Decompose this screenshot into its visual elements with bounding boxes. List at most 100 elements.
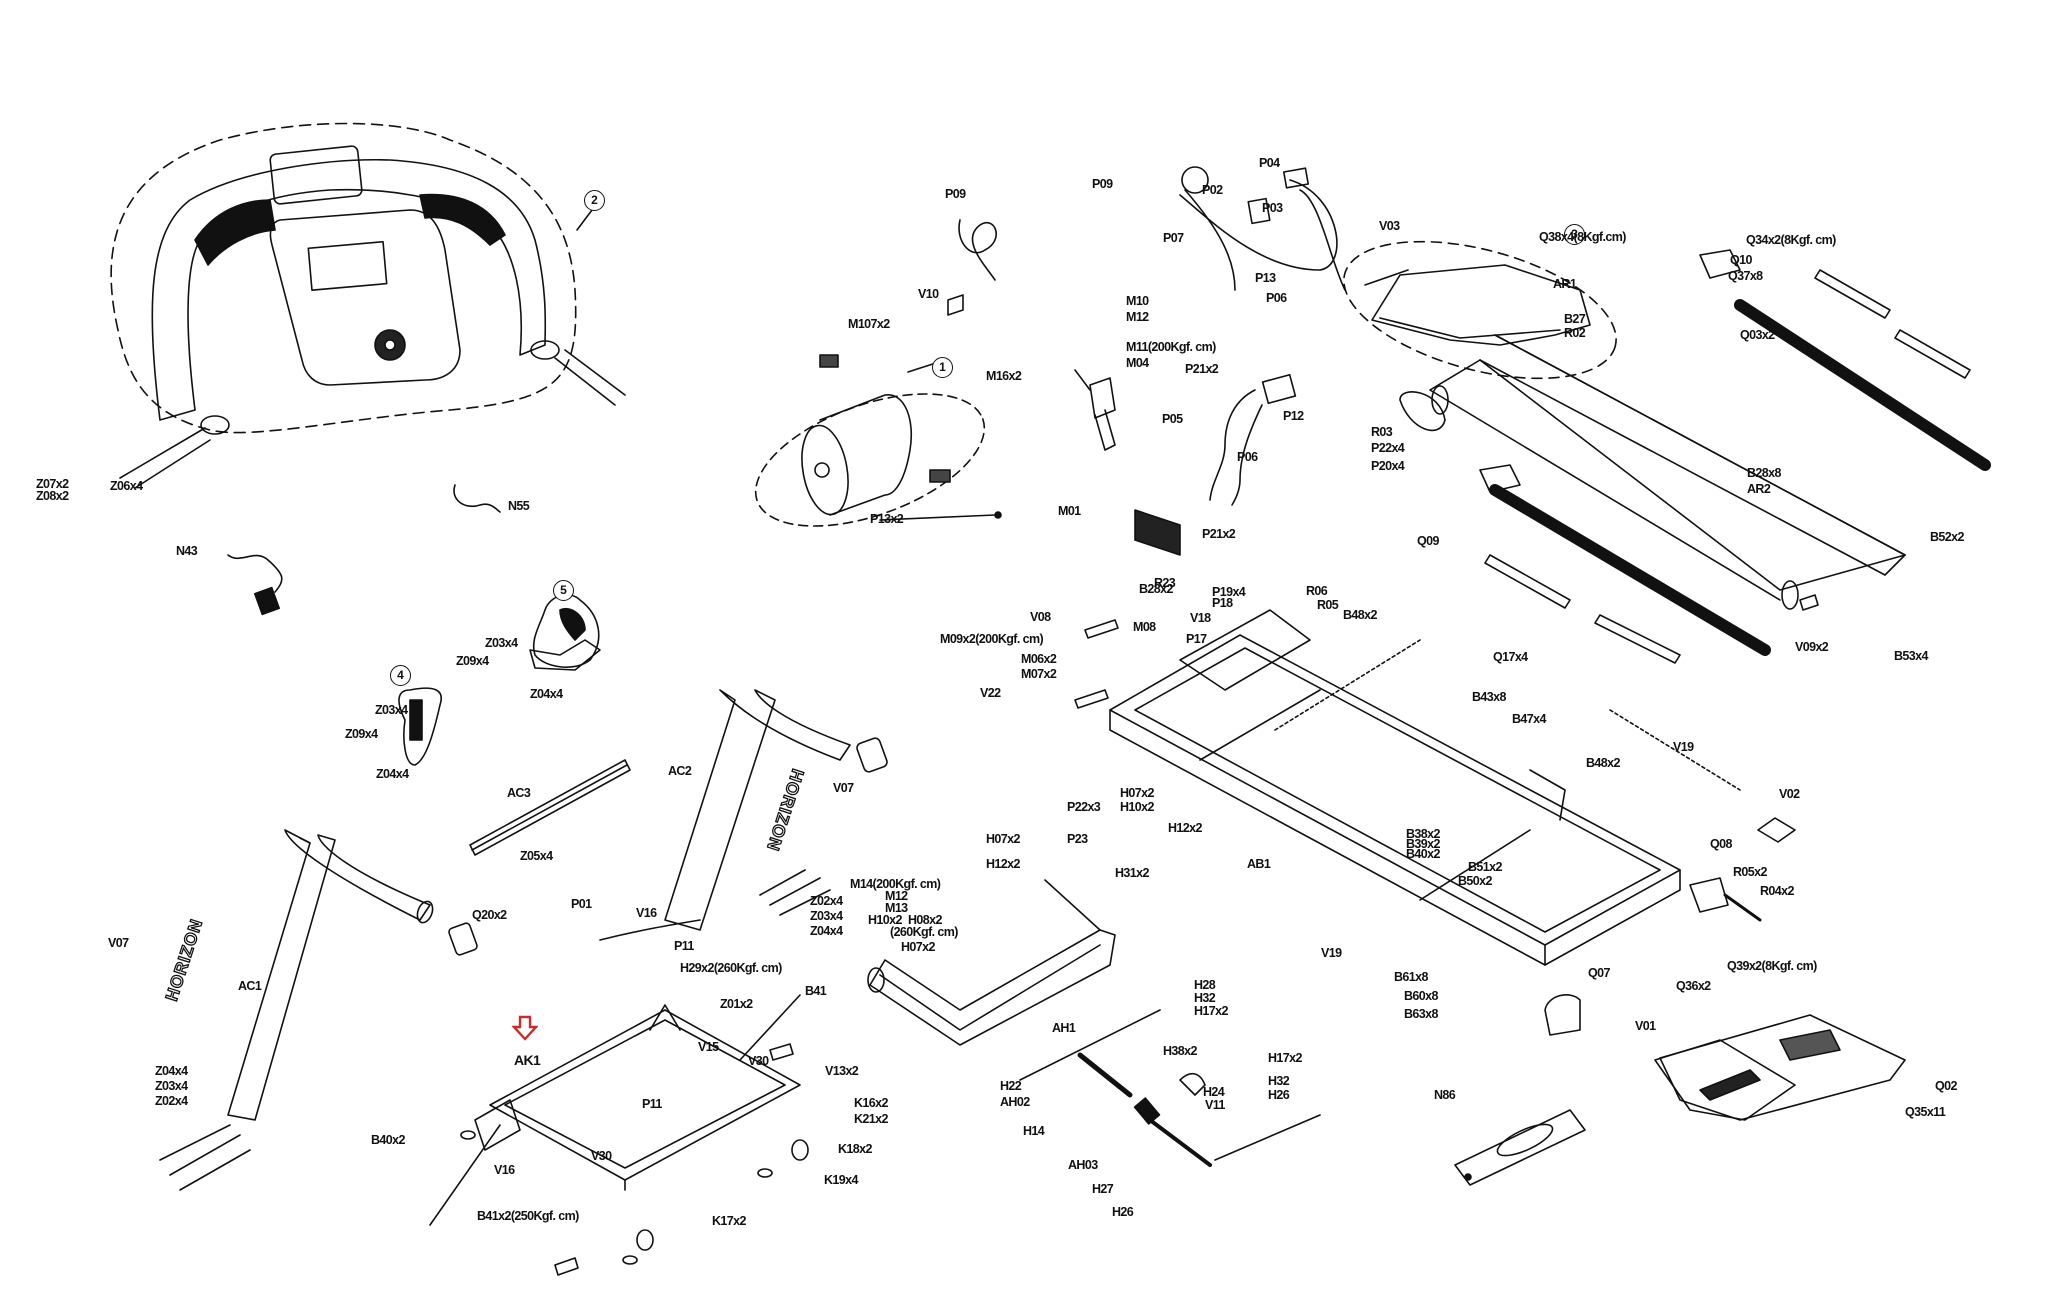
side-rail-q03-right: [1734, 299, 1991, 471]
bolt: [769, 877, 821, 906]
part-label: B27: [1564, 312, 1586, 326]
part-label: Z03x4: [155, 1079, 188, 1093]
part-label: Z02x4: [155, 1094, 188, 1108]
part-label: B40x2: [1406, 847, 1440, 861]
part-label: M12: [1126, 310, 1149, 324]
part-label: P01: [571, 897, 592, 911]
part-label: V22: [980, 686, 1001, 700]
cable-n43: [227, 554, 283, 593]
part-label: Q39x2(8Kgf. cm): [1727, 959, 1817, 973]
part-label: Z04x4: [810, 924, 843, 938]
part-label: P19x4: [1212, 585, 1246, 599]
part-label: Q10: [1730, 253, 1752, 267]
part-label: H28: [1194, 978, 1216, 992]
part-label: Q36x2: [1676, 979, 1711, 993]
end-cap-q08: [1689, 877, 1729, 913]
leader: [119, 427, 206, 479]
part-label: AC3: [507, 786, 531, 800]
console-panel: [269, 209, 461, 386]
part-label: Q03x2: [1740, 328, 1775, 342]
part-label: V01: [1635, 1019, 1656, 1033]
part-label: M12: [885, 889, 908, 903]
endcap-q20: [856, 737, 888, 773]
shock-b41-right: [739, 994, 801, 1061]
crossbar-ac3: [469, 759, 631, 856]
console-handle-end-left: [200, 415, 230, 435]
part-label: V18: [1190, 611, 1211, 625]
part-label: H10x2: [868, 913, 902, 927]
assembly-callout-3: 3: [1564, 224, 1585, 245]
part-label: B48x2: [1343, 608, 1377, 622]
part-label: P05: [1162, 412, 1183, 426]
rear-roller-ar2: [1781, 580, 1799, 610]
part-label: AH03: [1068, 1158, 1098, 1172]
assembly-callout-1: 1: [932, 357, 953, 378]
grip-right-sensor: [559, 608, 586, 641]
part-label: Z07x2: [36, 477, 69, 491]
decal-v22: [1074, 689, 1109, 709]
part-label: AH02: [1000, 1095, 1030, 1109]
part-label: M01: [1058, 504, 1081, 518]
part-label: B41x2(250Kgf. cm): [477, 1209, 579, 1223]
part-label: P20x4: [1371, 459, 1405, 473]
bolt: [179, 1149, 251, 1191]
part-label: V15: [698, 1040, 719, 1054]
front-roller-ar1: [1431, 385, 1449, 415]
part-label: H12x2: [1168, 821, 1202, 835]
part-label: H32: [1268, 1074, 1290, 1088]
endcap-q20: [448, 922, 478, 956]
part-label: Z01x2: [720, 997, 753, 1011]
cable-p01: [599, 919, 701, 941]
side-rail-q03-left: [1489, 484, 1771, 656]
part-label: M09x2(200Kgf. cm): [940, 632, 1044, 646]
part-label: H29x2(260Kgf. cm): [680, 961, 782, 975]
part-label: M16x2: [986, 369, 1022, 383]
motor-hood: [1343, 240, 1617, 380]
part-label: (260Kgf. cm): [890, 925, 958, 939]
part-label: M07x2: [1021, 667, 1057, 681]
part-label: M08: [1133, 620, 1156, 634]
decal-v08: [1084, 619, 1119, 639]
part-label: H31x2: [1115, 866, 1149, 880]
part-label: B28x2: [1139, 582, 1173, 596]
console-tablet-holder: [269, 145, 363, 205]
motor-mount: [1179, 609, 1311, 691]
part-label: B53x4: [1894, 649, 1928, 663]
part-label: V10: [918, 287, 939, 301]
part-label: V16: [494, 1163, 515, 1177]
decal-v09: [1799, 594, 1819, 611]
part-label: AK1: [514, 1052, 541, 1068]
part-label: P03: [1262, 201, 1283, 215]
frame-cross-member: [1419, 829, 1531, 901]
part-label: V13x2: [825, 1064, 859, 1078]
main-frame-ab1: [1109, 609, 1741, 966]
motor-brush-top: [819, 354, 839, 368]
part-label: Q34x2(8Kgf. cm): [1746, 233, 1836, 247]
trim-strip: [1594, 614, 1681, 664]
wiring-harness: [1179, 166, 1346, 291]
rod-ah02: [1077, 1052, 1133, 1098]
end-cap-q10: [1699, 249, 1741, 279]
rod-ah03: [1148, 1118, 1212, 1167]
part-label: Z03x4: [485, 636, 518, 650]
part-label: P18: [1212, 596, 1233, 610]
part-label: Q37x8: [1728, 269, 1763, 283]
part-label: R02: [1564, 326, 1586, 340]
part-label: P09: [945, 187, 966, 201]
grip-right-body: [529, 639, 601, 671]
assembly-callout-2: 2: [584, 190, 605, 211]
part-label: K21x2: [854, 1112, 888, 1126]
part-label: M107x2: [848, 317, 890, 331]
part-label: P21x2: [1185, 362, 1219, 376]
part-label: H10x2: [1120, 800, 1154, 814]
wheel-k18: [791, 1139, 809, 1161]
part-label: P09: [1092, 177, 1113, 191]
part-label: Z09x4: [456, 654, 489, 668]
part-label: R06: [1306, 584, 1328, 598]
part-label: B28x8: [1747, 466, 1781, 480]
part-label: H27: [1092, 1182, 1114, 1196]
trim-strip: [1894, 329, 1971, 379]
part-label: AC1: [238, 979, 262, 993]
part-label: K17x2: [712, 1214, 746, 1228]
